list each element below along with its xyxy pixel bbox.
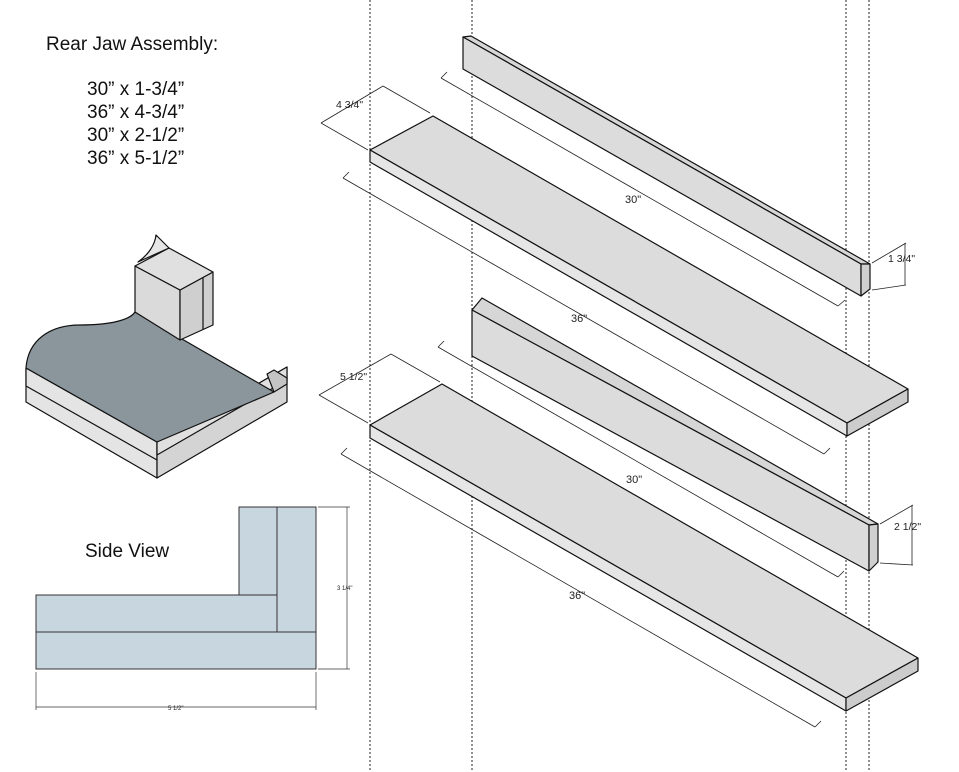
part-item: 30” x 2-1/2”	[87, 125, 185, 146]
board-1	[462, 35, 871, 297]
part-item: 30” x 1-3/4”	[87, 79, 185, 100]
dimension-texts: 30" 1 3/4" 36" 4 3/4" 30" 2 1/2" 36" 5 1…	[336, 99, 921, 602]
dim-board3-length: 30"	[626, 474, 642, 486]
dimension-lines	[318, 71, 914, 728]
dim-board2-width: 4 3/4"	[336, 99, 363, 111]
side-view-profile	[35, 506, 317, 670]
side-view-label: Side View	[85, 541, 170, 562]
part-item: 36” x 5-1/2”	[87, 148, 185, 169]
dim-board3-thickness: 2 1/2"	[894, 521, 921, 533]
board-4	[369, 383, 919, 712]
side-view-width-dim: 5 1/2"	[168, 706, 183, 712]
board-3	[471, 297, 879, 572]
jaw-assembly-3d	[25, 234, 288, 479]
part-item: 36” x 4-3/4”	[87, 102, 185, 123]
dim-board1-length: 30"	[625, 194, 641, 206]
assembly-title: Rear Jaw Assembly:	[46, 34, 219, 55]
board-2	[369, 115, 909, 437]
side-view-height-dim: 3 1/4"	[337, 586, 352, 592]
parts-list: 30” x 1-3/4” 36” x 4-3/4” 30” x 2-1/2” 3…	[87, 78, 184, 170]
dim-board1-thickness: 1 3/4"	[888, 253, 915, 265]
side-view-dims	[35, 506, 350, 710]
side-view	[35, 506, 317, 670]
dim-board4-width: 5 1/2"	[340, 371, 367, 383]
dim-board4-length: 36"	[569, 590, 585, 602]
dim-board2-length: 36"	[571, 313, 587, 325]
